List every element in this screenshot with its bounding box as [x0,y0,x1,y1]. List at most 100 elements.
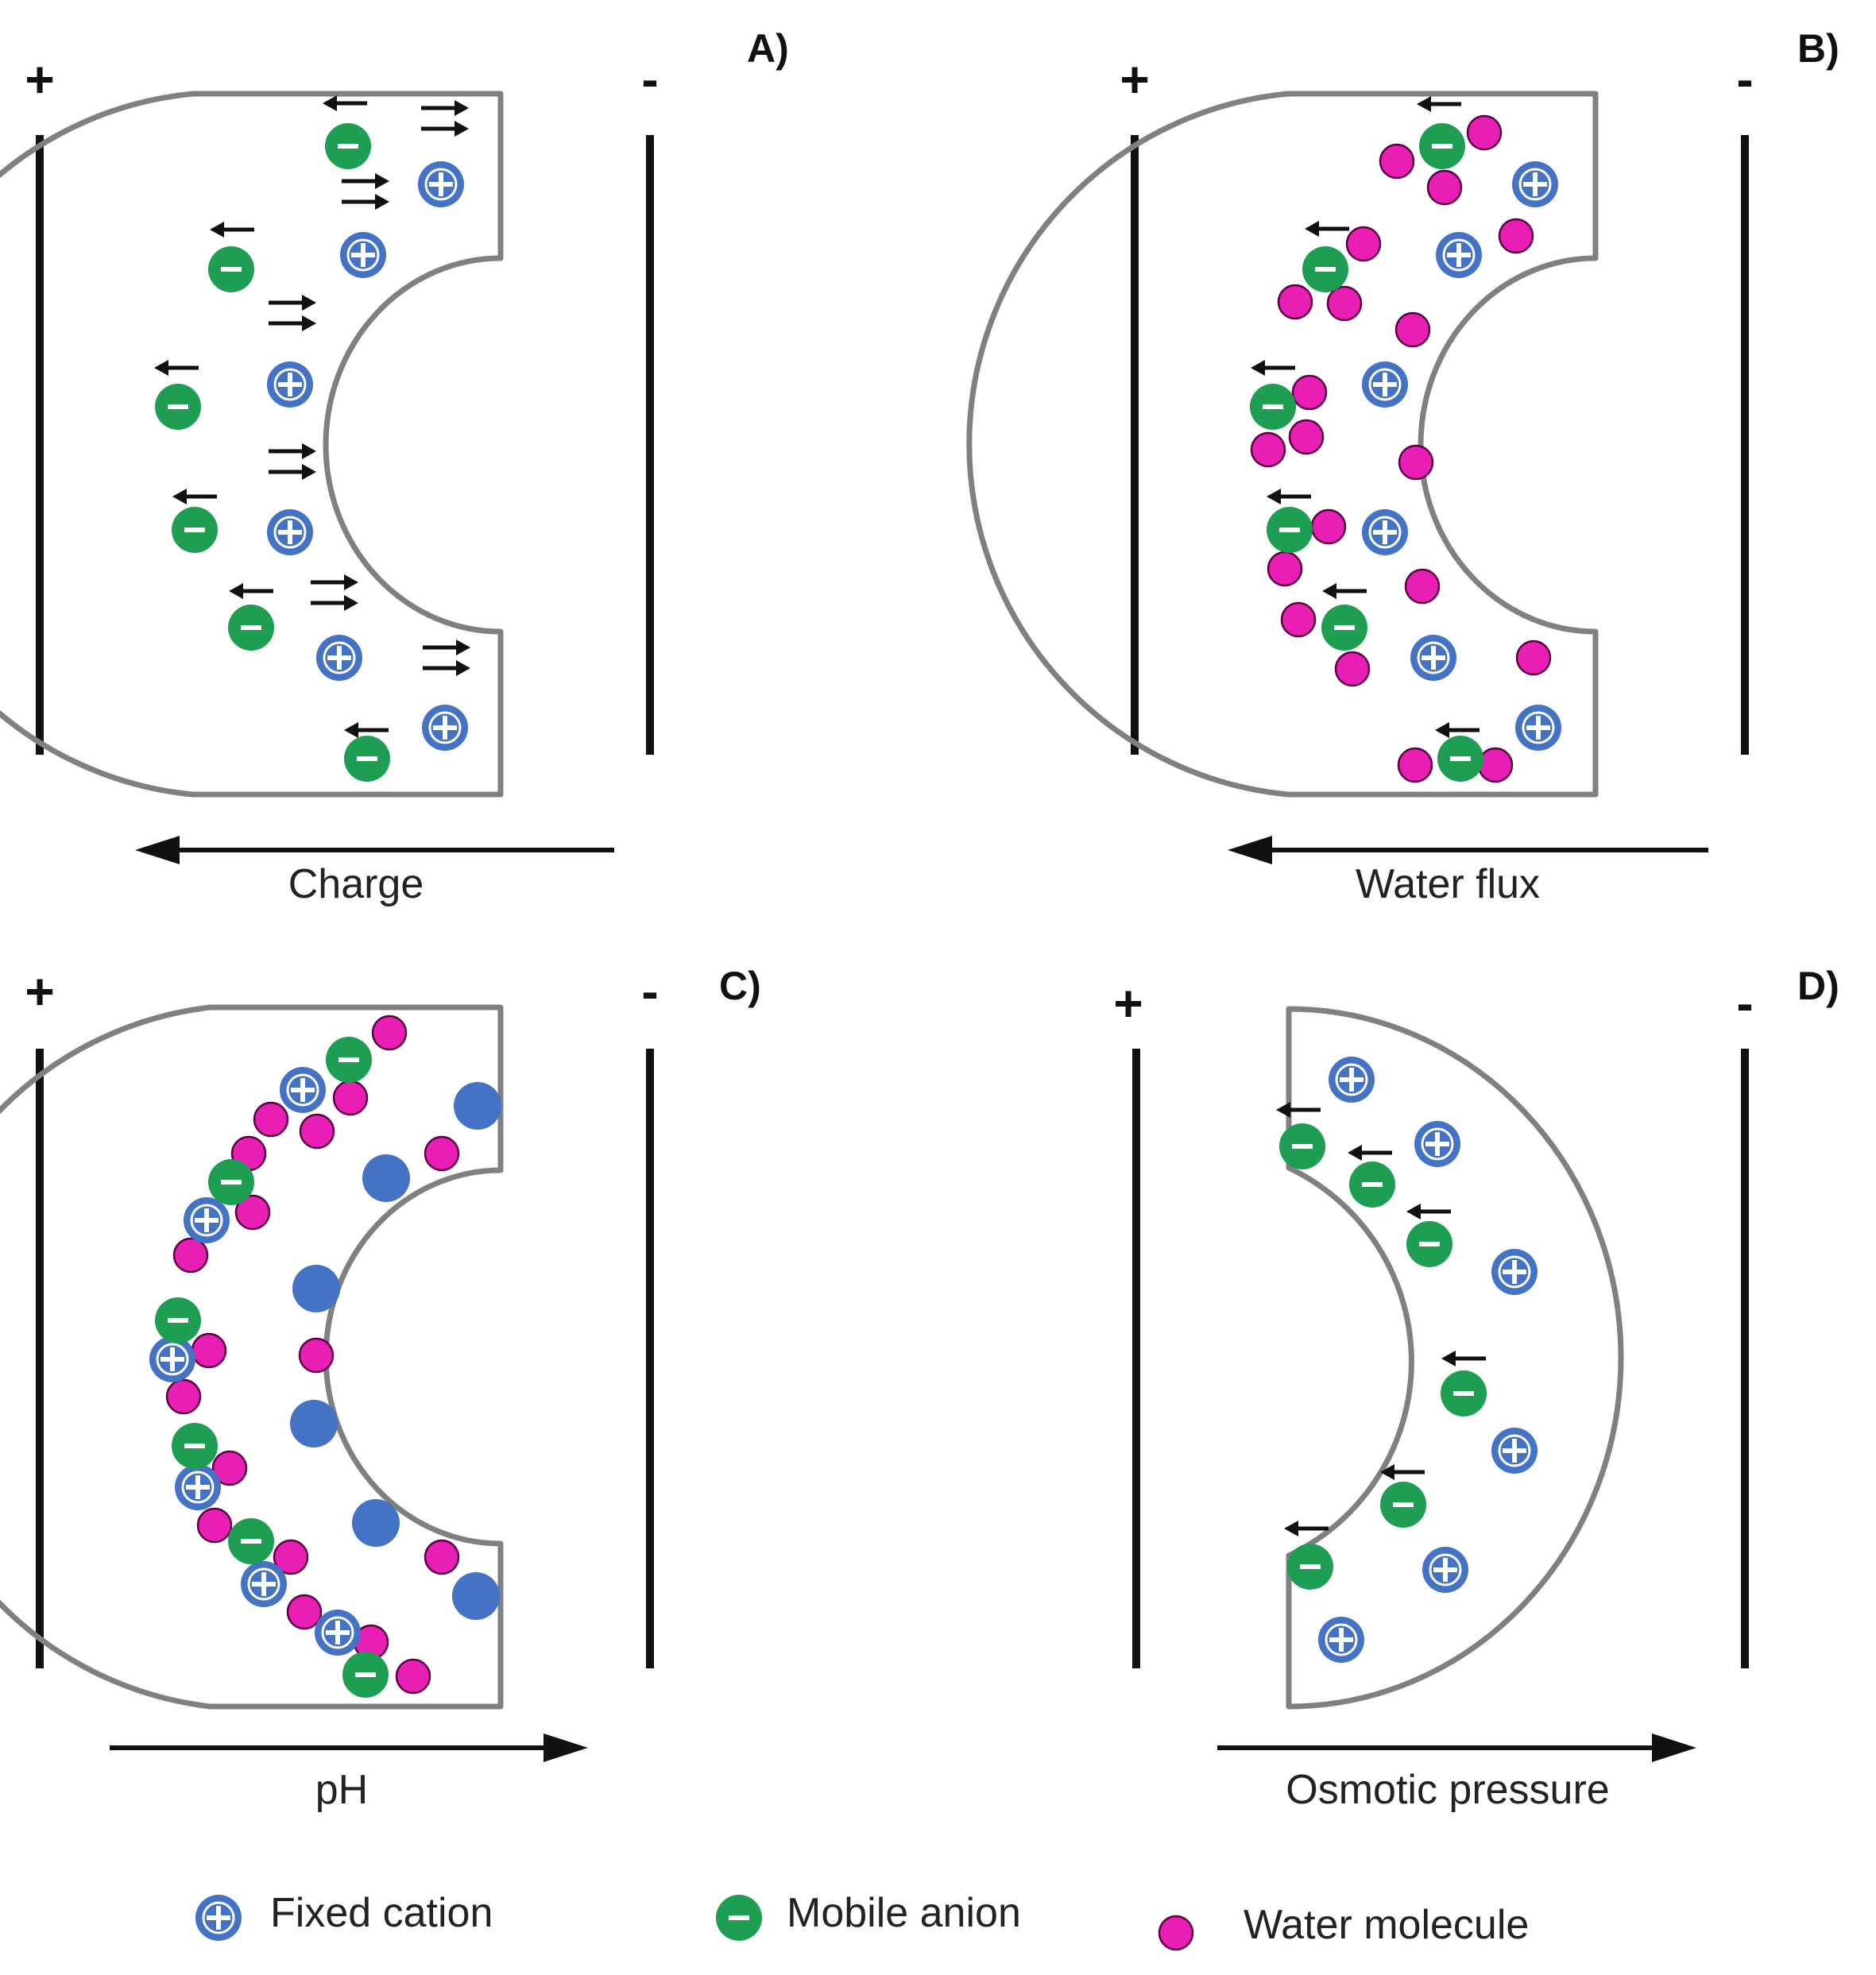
panel-d-anion-arrow-4 [1380,1464,1425,1480]
panel-c-fixed-cation-4-ring [247,1567,280,1601]
panel-d-fixed-cation-3-ring [1498,1434,1531,1467]
panel-b-anion-arrow-5 [1435,722,1480,738]
panel-a-cation-arrow-0-a-head [454,100,469,116]
panel-b-membrane-outline [966,91,1599,798]
panel-c-water-molecule-9 [298,1337,335,1374]
panel-d-anion-arrow-0 [1276,1102,1321,1118]
panel-c-fixed-cation-0-ring [286,1073,319,1107]
panel-b: + - B) Water flux [1120,26,1839,907]
panel-b-anion-arrow-3 [1267,489,1311,504]
panel-a-fixed-cation-1 [340,232,386,278]
panel-d-anion-arrow-2-head [1406,1204,1421,1219]
panel-a-anion-arrow-2-head [154,360,168,376]
panel-d-fixed-cation-0 [1329,1057,1375,1103]
panel-d-fixed-cation-3 [1491,1428,1538,1474]
panel-c-water-molecule-2 [299,1113,335,1150]
panel-b-mobile-anion-2 [1250,384,1296,430]
panel-d-anion-arrow-3 [1441,1351,1486,1366]
panel-a-cation-arrow-1-b-head [375,194,389,210]
panel-b-water-molecule-14 [1280,601,1317,638]
panel-c-water-molecule-5 [234,1194,271,1231]
panel-a-cation-arrow-1-a [342,173,389,189]
panel-a-cation-arrow-3-b-head [302,464,316,480]
panel-b-mobile-anion-1 [1302,246,1348,292]
panel-b-anion-arrow-1 [1305,221,1349,237]
panel-b-water-molecule-5 [1277,284,1313,320]
panel-a-minus-sign: - [641,51,658,108]
panel-b-letter: B) [1797,26,1839,71]
panel-a-fixed-cation-4 [316,635,362,681]
legend-water-symbol [1158,1915,1194,1951]
panel-b-fixed-cation-1-ring [1442,238,1476,272]
panel-a-anion-arrow-5 [344,722,389,738]
panel-c-blob-1 [362,1154,410,1202]
panel-c-flow-arrow-head [543,1733,588,1762]
panel-a-fixed-cation-3 [267,509,313,555]
panel-b-water-molecule-7 [1394,311,1431,348]
panel-d-fixed-cation-4-ring [1429,1553,1462,1587]
panel-c-water-molecule-12 [273,1539,309,1575]
panel-b-fixed-cation-4-ring [1417,641,1450,674]
panel-c-water-molecule-13 [286,1594,323,1630]
panel-b-fixed-cation-4 [1410,635,1456,681]
panel-d-fixed-cation-2-ring [1498,1255,1531,1289]
panel-a-fixed-cation-3-ring [273,516,307,549]
panel-b-anion-arrow-0-head [1417,96,1431,112]
panel-b-anion-arrow-2 [1251,360,1295,376]
panel-d-membrane-outline [1286,1006,1624,1710]
panel-b-anion-arrow-0 [1417,96,1461,112]
panel-c-mobile-anion-3 [172,1423,218,1469]
panel-a: + - A) Charge [25,26,788,907]
panel-a-cation-arrow-4-b [311,595,358,611]
legend-water-label: Water molecule [1244,1902,1529,1948]
panel-b-fixed-cation-0 [1512,161,1558,207]
panel-d-fixed-cation-5 [1318,1617,1364,1663]
panel-a-axis-label: Charge [288,861,424,907]
panel-b-minus-sign: - [1736,51,1753,108]
panel-a-anion-arrow-3 [172,489,217,504]
panel-b-water-molecule-9 [1250,431,1286,468]
panel-c-water-molecule-3 [253,1101,289,1138]
panel-c-blob-3 [290,1400,338,1447]
panel-a-anion-arrow-2 [154,360,199,376]
panel-b-axis-label: Water flux [1356,861,1540,907]
panel-b-anion-arrow-4 [1322,583,1367,599]
panel-c-plus-sign: + [25,963,54,1020]
panel-b-water-molecule-12 [1310,508,1347,545]
panel-c-water-molecule-6 [172,1237,209,1274]
panel-a-drawing [0,91,654,864]
panel-c-fixed-cation-3-ring [181,1471,215,1504]
panel-d-anion-arrow-5 [1284,1521,1329,1536]
panel-b-water-molecule-17 [1515,640,1552,676]
panel-c-fixed-cation-2 [149,1336,195,1382]
panel-a-cation-arrow-0-b [421,121,469,137]
panel-b-fixed-cation-3-ring [1368,516,1402,549]
panel-c-water-molecule-8 [165,1378,202,1415]
panel-c-fixed-cation-2-ring [156,1343,189,1376]
panel-d-fixed-cation-0-ring [1335,1063,1368,1096]
panel-b-anion-arrow-1-head [1305,221,1319,237]
panel-a-mobile-anion-2 [155,384,201,430]
panel-b-mobile-anion-4 [1321,605,1367,651]
panel-a-fixed-cation-0-ring [424,168,458,201]
panel-a-mobile-anion-4 [228,605,274,651]
panel-d-anion-arrow-1 [1348,1145,1392,1161]
panel-d-anion-arrow-1-head [1348,1145,1362,1161]
panel-a-cation-arrow-0-a [421,100,469,116]
panel-b-water-molecule-15 [1404,568,1441,605]
panel-c-fixed-cation-1-ring [190,1204,223,1237]
legend-water-icon [1158,1915,1194,1951]
panel-c-water-molecule-1 [332,1080,369,1116]
panel-a-cation-arrow-2-b-head [302,315,316,331]
panel-b-mobile-anion-3 [1267,507,1313,553]
panel-a-flow-arrow [135,836,614,864]
panel-b-plus-sign: + [1120,51,1149,108]
panel-b-water-molecule-1 [1466,114,1503,151]
panel-b-mobile-anion-5 [1437,736,1483,782]
panel-a-anion-arrow-0-head [323,95,337,111]
panel-a-cation-arrow-5-b [423,660,470,676]
panel-d-flow-arrow [1217,1733,1696,1762]
panel-d-letter: D) [1797,964,1839,1008]
legend-anion-label: Mobile anion [787,1890,1021,1936]
